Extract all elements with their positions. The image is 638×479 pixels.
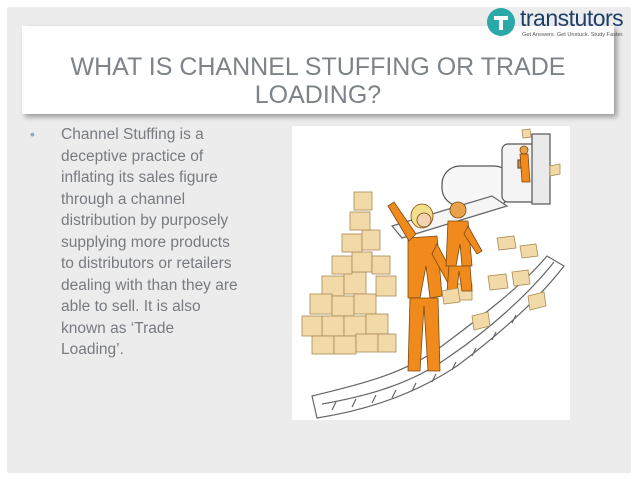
title-box (22, 26, 614, 114)
channel-stuffing-illustration (292, 126, 570, 420)
logo-tagline: Get Answers. Get Unstuck. Study Faster. (522, 32, 624, 38)
worker-icon (445, 201, 483, 292)
worker-icon (519, 145, 531, 183)
illustration-drawing (301, 128, 565, 419)
transtutors-logo: transtutors Get Answers. Get Unstuck. St… (486, 4, 634, 46)
bullet-marker: • (30, 126, 35, 142)
conveyor-machine-icon (441, 133, 551, 207)
bullet-item-text: Channel Stuffing is a deceptive practice… (61, 126, 238, 358)
slide-title: WHAT IS CHANNEL STUFFING OR TRADE LOADIN… (70, 53, 566, 109)
bullet-list: • Channel Stuffing is a deceptive practi… (30, 124, 240, 361)
stacked-boxes-icon (301, 191, 397, 355)
boxes-on-belt-icon (441, 128, 561, 331)
transtutors-logo-icon (487, 8, 515, 36)
logo-name: transtutors (520, 5, 624, 31)
